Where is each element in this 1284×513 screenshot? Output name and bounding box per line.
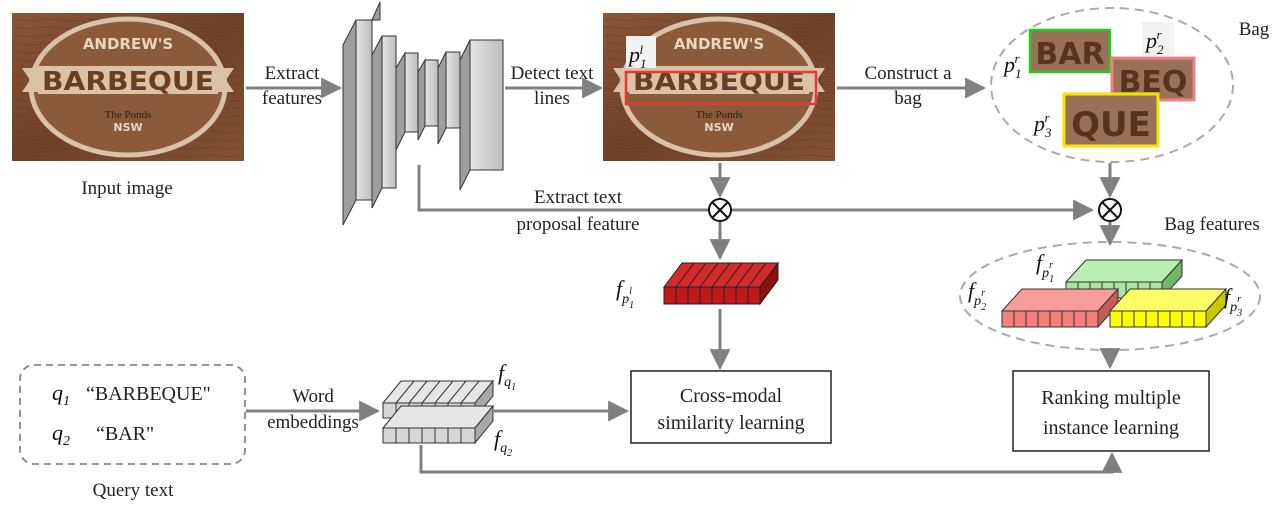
bag-ellipse [990, 7, 1234, 163]
bag-group: Bag BAR BEQ QUE p1r p2r p3r [990, 7, 1270, 163]
detected-image: ANDREW'S BARBEQUE The Ponds NSW p1l [603, 13, 835, 161]
bag-crop-que-text: QUE [1071, 105, 1151, 145]
feature-fp2r [1000, 287, 1120, 329]
feature-fp3r [1108, 287, 1228, 329]
otimes-left-x2 [711, 201, 729, 219]
q1-symbol: q1 [52, 380, 70, 409]
query-text-box [19, 364, 246, 465]
sign-main-text: BARBEQUE [42, 67, 214, 97]
input-image-caption: Input image [81, 178, 172, 199]
fp1r-label: fp1r [1036, 250, 1054, 285]
cross-modal-label-1: Cross-modal [680, 385, 783, 407]
detected-sign-top-text: ANDREW'S [674, 35, 764, 53]
bag-crop-bar-box [1028, 28, 1112, 74]
p1l-label: p1l [627, 42, 647, 71]
extract-proposal-label-1: Extract text [534, 187, 623, 208]
q2-text: “BAR" [96, 423, 154, 445]
arrow-proposal-feature [417, 165, 1095, 221]
ranking-mil-box [1012, 370, 1210, 452]
otimes-right-x2 [1101, 201, 1119, 219]
fp2r-label: fp2r [968, 278, 986, 313]
extract-features-label-2: features [262, 88, 322, 109]
word-embeddings-label-2: embeddings [267, 412, 359, 433]
construct-bag-label-2: bag [894, 88, 922, 109]
construct-bag-label-1: Construct a [864, 63, 952, 84]
ranking-label-2: instance learning [1043, 417, 1179, 439]
bag-label: Bag [1239, 19, 1270, 40]
detect-text-lines-label-2: lines [534, 88, 570, 109]
ranking-label-1: Ranking multiple [1041, 387, 1181, 409]
bag-crop-bar-text: BAR [1035, 37, 1104, 72]
detected-sign-sub1-text: The Ponds [696, 109, 743, 121]
fq2-label: fq2 [494, 426, 512, 459]
sign-sub1-text: The Ponds [105, 109, 152, 121]
query-text-caption: Query text [93, 480, 174, 501]
cnn-network-icon [342, 1, 504, 226]
bag-crop-bar [1030, 30, 1110, 72]
sign-sub2-text: NSW [113, 121, 142, 134]
text-line-detection-box [624, 70, 818, 106]
p2r-label: p2r [1144, 27, 1164, 57]
p1l-label-bg [626, 36, 656, 68]
cross-modal-similarity-box [630, 370, 832, 444]
detect-text-lines-label-1: Detect text [511, 63, 595, 84]
bag-features-label: Bag features [1164, 214, 1259, 235]
bag-crop-que-box [1062, 92, 1160, 148]
extract-proposal-label-2: proposal feature [517, 214, 640, 235]
arrow-embeddings-to-ranking [419, 445, 1123, 474]
fp3r-label: fp3r [1224, 284, 1242, 319]
sign-top-text: ANDREW'S [83, 35, 173, 53]
feature-fp1l [663, 261, 779, 306]
q1-text: “BARBEQUE" [86, 383, 211, 405]
p1r-label: p1r [1002, 51, 1022, 81]
input-image: ANDREW'S BARBEQUE The Ponds NSW [12, 13, 244, 161]
bag-crop-que [1064, 94, 1158, 146]
fq1-label: fq1 [498, 360, 516, 393]
p3r-label: p3r [1032, 110, 1052, 140]
q2-symbol: q2 [52, 420, 70, 449]
extract-features-label-1: Extract [265, 63, 321, 84]
cross-modal-label-2: similarity learning [657, 412, 804, 434]
p2r-label-bg [1142, 22, 1174, 56]
word-embeddings-label-1: Word [292, 386, 334, 407]
query-embeddings [381, 379, 495, 445]
fp1l-label: fp1l [616, 276, 634, 311]
detected-sign-sub2-text: NSW [704, 121, 733, 134]
